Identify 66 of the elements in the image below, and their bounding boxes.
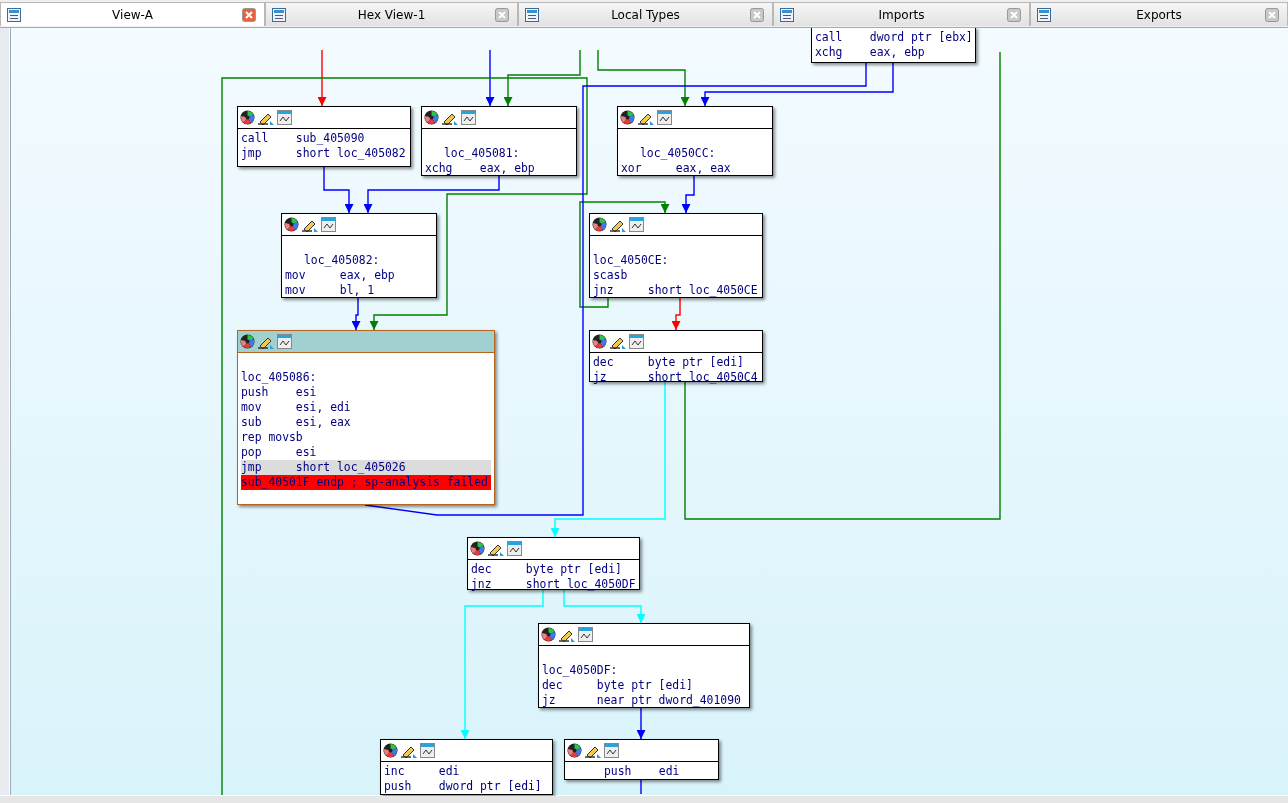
arrow <box>363 175 500 214</box>
arrow <box>671 297 681 331</box>
code-line: rep movsb <box>241 430 304 445</box>
code-line: scasb <box>593 268 629 283</box>
tab-label: Hex View-1 <box>356 7 427 24</box>
code-block <box>281 213 437 298</box>
code-block <box>589 330 763 382</box>
code-block <box>467 537 640 590</box>
code-line: jz near ptr dword_401090 <box>542 693 742 708</box>
code-line: loc_4050DF: <box>542 663 619 678</box>
code-block <box>617 106 773 176</box>
code-line: dec byte ptr [edi] <box>542 678 694 693</box>
connector-line <box>364 62 867 516</box>
code-line: inc edi <box>384 764 461 779</box>
arrow <box>563 589 646 624</box>
code-line: mov eax, ebp <box>285 268 396 283</box>
code-line: dec byte ptr [edi] <box>471 562 623 577</box>
code-line: jnz short loc_4050DF <box>471 577 637 592</box>
code-line: loc_4050CC: <box>639 146 717 161</box>
code-line: push esi <box>241 385 318 400</box>
arrow <box>317 49 327 107</box>
code-line: loc_405082: <box>303 253 381 268</box>
code-block <box>237 330 495 505</box>
code-line: jmp short loc_405082 <box>241 146 407 161</box>
tab-label: Exports <box>1135 7 1183 24</box>
connector-line <box>640 779 642 795</box>
code-line: mov bl, 1 <box>285 283 376 298</box>
code-line: call sub_405090 <box>241 131 366 146</box>
code-line: sub esi, eax <box>241 415 352 430</box>
code-line: mov esi, edi <box>241 400 352 415</box>
tab-label: View-A <box>111 7 154 24</box>
code-line: jz short loc_4050C4 <box>593 370 759 385</box>
connector-line <box>684 51 1001 520</box>
code-line: dec byte ptr [edi] <box>593 355 745 370</box>
code-line: call dword ptr [ebx] <box>815 30 974 45</box>
arrow <box>503 49 581 107</box>
code-line: loc_4050CE: <box>593 253 670 268</box>
arrow <box>485 49 495 107</box>
code-block <box>811 27 976 63</box>
arrow <box>636 707 646 740</box>
code-block <box>564 739 719 780</box>
tab-label: Local Types <box>610 7 681 24</box>
arrow <box>323 166 354 214</box>
arrow <box>550 381 666 538</box>
code-block <box>589 213 763 298</box>
code-line: pop esi <box>241 445 318 460</box>
tab-label: Imports <box>877 7 926 24</box>
arrow <box>351 297 361 331</box>
code-line: loc_405086: <box>241 370 318 385</box>
code-block <box>237 106 411 167</box>
code-line: xchg eax, ebp <box>425 161 536 176</box>
arrow <box>460 589 544 740</box>
code-block <box>538 623 750 708</box>
arrow <box>681 175 695 214</box>
arrow <box>579 201 670 308</box>
code-line: xchg eax, ebp <box>815 45 926 60</box>
code-line: push dword ptr [edi] <box>384 779 543 794</box>
arrow <box>597 49 690 107</box>
code-block <box>421 106 577 176</box>
code-line: xor eax, eax <box>621 161 732 176</box>
arrow <box>221 77 588 796</box>
code-line: push edi <box>603 764 681 779</box>
code-line: loc_405081: <box>443 146 521 161</box>
arrow <box>700 62 894 107</box>
code-block <box>380 739 553 795</box>
code-line: jnz short loc_4050CE <box>593 283 759 298</box>
